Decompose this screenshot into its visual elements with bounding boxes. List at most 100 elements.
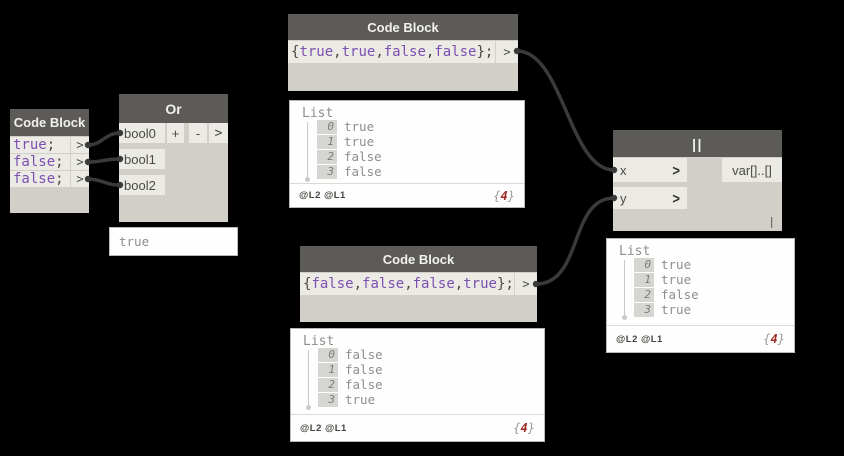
code-text[interactable]: {true,true,false,false}; <box>288 41 495 63</box>
code-token: , <box>425 44 435 60</box>
wire-cb-left-to-bool1[interactable] <box>86 157 122 164</box>
lacing-levels[interactable]: @L2 @L1 <box>299 190 346 201</box>
code-line[interactable]: {false,false,false,true}; > <box>300 273 537 295</box>
remove-input-button[interactable]: - <box>189 123 207 143</box>
wire-cb-left-to-bool0[interactable] <box>86 131 122 147</box>
list-label: List <box>619 244 651 259</box>
code-token: false <box>13 171 56 187</box>
item-index: 3 <box>317 165 337 179</box>
list-item: 3 true <box>318 393 375 407</box>
input-port-x[interactable]: x > <box>613 158 687 182</box>
node-body: {false,false,false,true}; > <box>300 272 537 322</box>
node-code-block-left[interactable]: Code Block true; > false; > false; > <box>10 109 89 213</box>
item-value: true <box>344 134 375 149</box>
output-port-var[interactable]: var[]..[] <box>722 158 782 182</box>
output-port[interactable]: > <box>71 154 89 170</box>
item-index: 2 <box>317 150 337 164</box>
item-value: false <box>344 149 382 164</box>
lacing-levels[interactable]: @L2 @L1 <box>616 333 663 345</box>
node-header[interactable]: Code Block <box>300 246 537 272</box>
node-code-block-bottom[interactable]: Code Block {false,false,false,true}; > <box>300 246 537 322</box>
node-or-operator[interactable]: || x > y > var[]..[] | <box>613 130 782 231</box>
item-index: 1 <box>318 363 338 377</box>
item-value: true <box>661 302 692 317</box>
input-port-bool1[interactable]: bool1 <box>119 149 165 169</box>
use-default-chevron-icon[interactable]: > <box>672 161 680 179</box>
output-port[interactable]: > <box>515 273 537 295</box>
wire-cb-left-to-bool2[interactable] <box>86 177 122 187</box>
code-text[interactable]: false; <box>10 154 70 170</box>
item-index: 0 <box>317 120 337 134</box>
code-token: false <box>311 276 354 292</box>
item-index: 2 <box>318 378 338 392</box>
code-line[interactable]: {true,true,false,false}; > <box>288 41 518 63</box>
item-index: 3 <box>318 393 338 407</box>
lacing-indicator[interactable]: | <box>768 215 775 228</box>
item-count: {4} <box>493 188 515 203</box>
code-text[interactable]: true; <box>10 137 70 153</box>
preview-footer: @L2 @L1 {4} <box>290 183 524 207</box>
input-port-bool2[interactable]: bool2 <box>119 175 165 195</box>
item-index: 1 <box>317 135 337 149</box>
node-title: Code Block <box>382 251 455 267</box>
use-default-chevron-icon[interactable]: > <box>672 189 680 207</box>
code-text[interactable]: false; <box>10 171 70 187</box>
list-item: 2 false <box>317 150 382 164</box>
code-token: , <box>333 44 342 60</box>
code-token: , <box>454 276 464 292</box>
node-header[interactable]: Code Block <box>288 14 518 40</box>
node-title: Code Block <box>367 19 439 35</box>
output-port[interactable]: > <box>496 41 518 63</box>
wire-cb-top-to-x[interactable] <box>515 49 616 172</box>
preview-bubble-or[interactable]: true <box>109 227 238 256</box>
output-port[interactable]: > <box>209 123 228 143</box>
input-label: x <box>620 162 627 178</box>
code-token: true <box>299 44 334 60</box>
code-token: false <box>412 276 455 292</box>
node-header[interactable]: || <box>613 130 782 157</box>
item-index: 0 <box>318 348 338 362</box>
code-text[interactable]: {false,false,false,true}; <box>300 273 514 295</box>
code-token: { <box>291 44 300 60</box>
wire-cb-bottom-to-y[interactable] <box>534 196 616 286</box>
tree-guide-line <box>622 260 627 320</box>
node-header[interactable]: Code Block <box>10 109 89 136</box>
code-line[interactable]: false; > <box>10 171 89 187</box>
input-port-bool0[interactable]: bool0 <box>119 123 165 143</box>
item-count: {4} <box>763 332 785 346</box>
list-label: List <box>303 334 335 349</box>
code-token: false <box>13 154 56 170</box>
code-token: , <box>404 276 413 292</box>
output-port[interactable]: > <box>71 171 89 187</box>
add-input-button[interactable]: + <box>167 123 184 143</box>
item-value: false <box>345 347 383 362</box>
item-value: true <box>661 272 692 287</box>
code-token: ; <box>55 154 64 170</box>
output-port[interactable]: > <box>71 137 89 153</box>
code-token: , <box>375 44 384 60</box>
item-index: 1 <box>634 273 654 287</box>
code-token: , <box>353 276 363 292</box>
code-token: }; <box>496 276 514 292</box>
node-code-block-top[interactable]: Code Block {true,true,false,false}; > <box>288 14 518 91</box>
code-line[interactable]: false; > <box>10 154 89 170</box>
item-value: true <box>345 392 376 407</box>
item-count: {4} <box>513 421 535 435</box>
item-value: true <box>344 119 375 134</box>
code-line[interactable]: true; > <box>10 137 89 153</box>
input-port-y[interactable]: y > <box>613 187 687 209</box>
lacing-levels[interactable]: @L2 @L1 <box>300 422 347 434</box>
node-header[interactable]: Or <box>119 94 228 123</box>
item-value: false <box>661 287 699 302</box>
node-or[interactable]: Or bool0 bool1 bool2 + - > <box>119 94 228 222</box>
node-title: Code Block <box>13 115 86 130</box>
node-body: {true,true,false,false}; > <box>288 40 518 91</box>
